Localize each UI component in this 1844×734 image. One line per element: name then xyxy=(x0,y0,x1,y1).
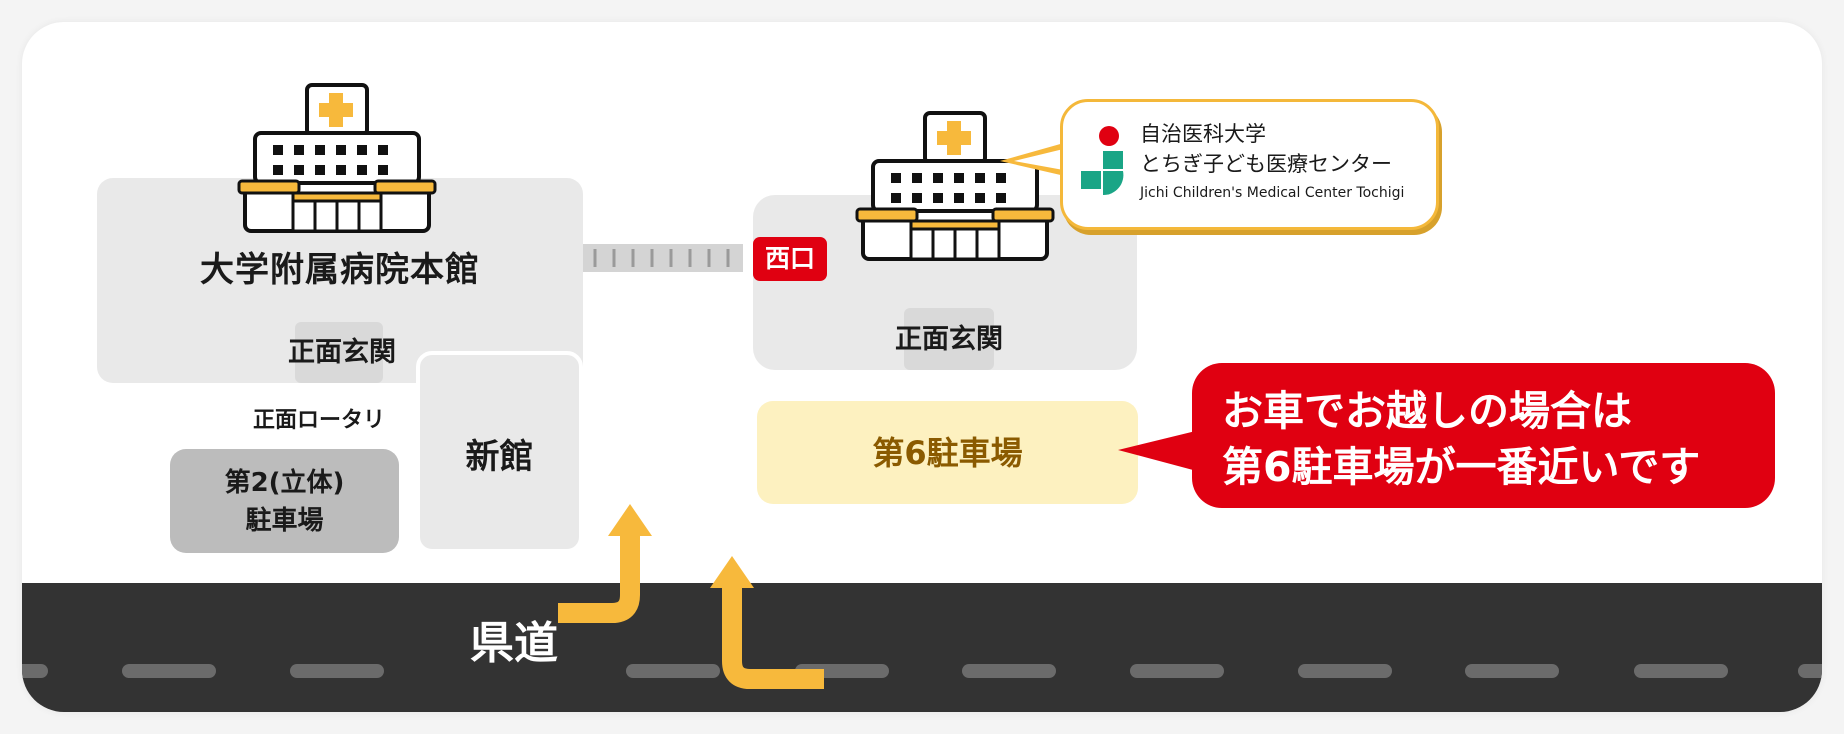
lane-dash xyxy=(122,664,216,678)
callout-line2: 第6駐車場が一番近いです xyxy=(1222,443,1701,491)
west-entrance-sign: 西口 xyxy=(753,237,827,281)
access-map: 大学附属病院本館 正面玄関 新館 正面ロータリ 第2(立体) 駐車場 正面玄関 … xyxy=(22,22,1822,712)
children-entrance-label: 正面玄関 xyxy=(895,324,1003,355)
parking2-block xyxy=(170,449,399,553)
lane-dash xyxy=(626,664,720,678)
parking-callout: お車でお越しの場合は 第6駐車場が一番近いです xyxy=(1192,363,1775,508)
corridor-ticks xyxy=(593,249,730,267)
jichi-logo-icon xyxy=(1081,126,1124,196)
callout-pointer xyxy=(1118,428,1208,474)
lane-dash xyxy=(1130,664,1224,678)
lane-dash xyxy=(962,664,1056,678)
lane-dash xyxy=(290,664,384,678)
callout-line1: お車でお越しの場合は xyxy=(1222,387,1632,435)
main-building-name: 大学附属病院本館 xyxy=(200,250,480,290)
lane-dash xyxy=(1298,664,1392,678)
new-building-label: 新館 xyxy=(465,437,534,477)
logo-line2: とちぎ子ども医療センター xyxy=(1140,152,1392,176)
new-building-block xyxy=(416,351,583,553)
lane-dash xyxy=(1634,664,1728,678)
main-entrance-label: 正面玄関 xyxy=(288,337,396,368)
parking6-label: 第6駐車場 xyxy=(872,434,1023,472)
parking2-line1: 第2(立体) xyxy=(224,468,345,498)
road-label: 県道 xyxy=(470,618,558,669)
lane-dash xyxy=(1798,664,1822,678)
turn-arrow-icon xyxy=(710,556,824,689)
hospital-icon xyxy=(237,83,437,233)
logo-line3: Jichi Children's Medical Center Tochigi xyxy=(1140,185,1405,201)
hospital-icon xyxy=(855,111,1055,261)
turn-arrow-icon xyxy=(558,504,652,623)
rotary-label: 正面ロータリ xyxy=(252,408,385,433)
logo-line1: 自治医科大学 xyxy=(1140,122,1266,146)
logo-box xyxy=(1060,99,1439,230)
parking6-block xyxy=(757,401,1138,504)
parking2-line2: 駐車場 xyxy=(245,506,324,536)
lane-dash xyxy=(1465,664,1559,678)
corridor xyxy=(583,244,743,272)
prefectural-road xyxy=(22,583,1822,712)
lane-dash xyxy=(22,664,48,678)
main-entrance-mark xyxy=(295,322,383,383)
children-entrance-mark xyxy=(904,308,994,370)
